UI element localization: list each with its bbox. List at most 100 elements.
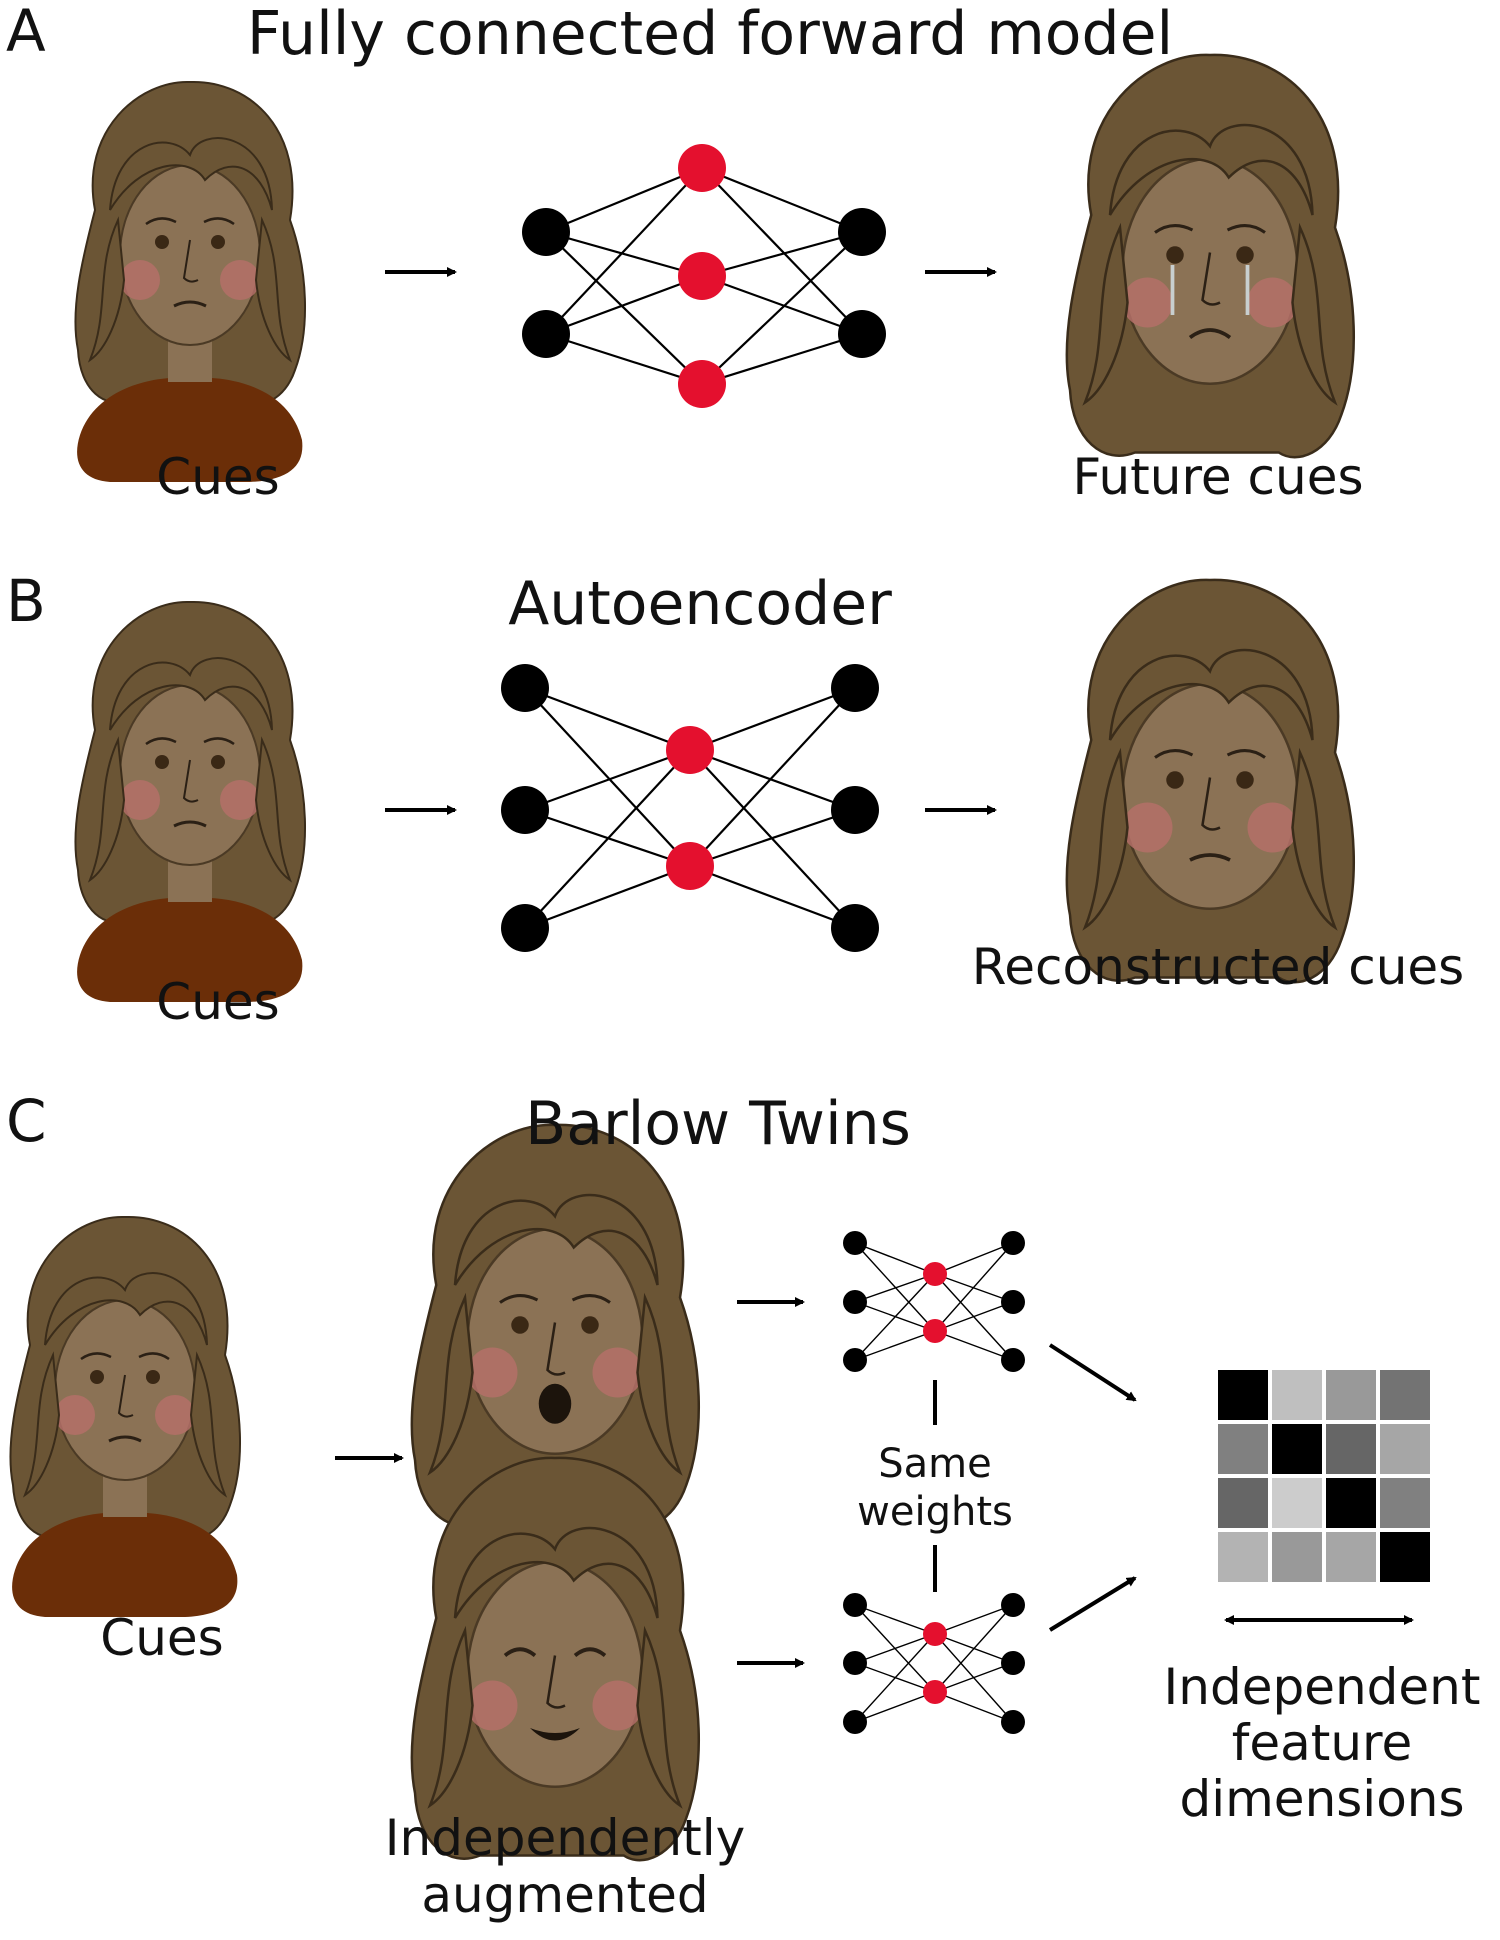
edge [854,1330,936,1361]
edge [545,166,703,234]
matrix-cell [1272,1370,1322,1420]
brow-right [203,217,235,226]
eye-left [90,1370,104,1384]
eye-left [1166,771,1184,789]
brow-right [203,737,235,746]
edge [854,1273,936,1303]
panel-a-input-face [74,80,307,482]
hair-curl-left [22,1351,61,1498]
nose [546,1322,566,1376]
matrix-cell [1380,1532,1430,1582]
hidden-node [923,1262,947,1286]
hair-curl-right [254,736,293,883]
panel-c-input-label: Cues [100,1609,224,1667]
edge [689,864,856,930]
panel-b-input-face [74,600,307,1002]
edge [854,1604,936,1635]
edge [854,1633,936,1664]
matrix-cell [1218,1370,1268,1420]
eye-left [155,235,169,249]
edge [934,1604,1014,1635]
shirt [77,377,303,482]
shirt [12,1512,238,1617]
nose [546,1655,566,1709]
edge [689,748,856,812]
panel-b-output-face [1065,578,1355,984]
matrix-cell [1326,1478,1376,1528]
hair-curl-right [254,216,293,363]
panel-b-output-label: Reconstructed cues [971,938,1465,996]
output-node [1001,1290,1025,1314]
edge [854,1242,936,1275]
cheek-right [1247,802,1298,853]
edge [524,686,691,752]
edge [934,1330,1014,1361]
edge [854,1242,936,1332]
hair-curl-right [1291,222,1338,406]
brow-right [138,1352,170,1361]
output-node [1001,1651,1025,1675]
output-node [831,786,879,834]
matrix-cell [1326,1370,1376,1420]
hair-curl-left [427,1625,474,1809]
panel-b-network [501,664,879,952]
panel-c-input-face [9,1215,242,1617]
input-node [843,1593,867,1617]
panel-c-title: Barlow Twins [525,1089,911,1159]
edge [524,748,691,812]
cheek-left [1122,277,1173,328]
hair-curl-right [189,1351,228,1498]
face-skin [466,1560,644,1788]
cheek-right [592,1680,643,1731]
edge [545,167,703,335]
eye-left [503,1647,537,1657]
hidden-node [666,842,714,890]
hidden-node [666,726,714,774]
hair-fringe [453,1193,659,1286]
eye-right [146,1370,160,1384]
matrix-cell [1380,1370,1430,1420]
matrix-cell [1380,1424,1430,1474]
brow-left [499,1294,539,1304]
brow-right [1226,224,1266,234]
brow-right [571,1294,611,1304]
matrix-cell [1272,1424,1322,1474]
panel-a-network [522,144,886,408]
panel-a-output-label: Future cues [1072,448,1364,506]
edge [701,167,863,335]
input-node [522,310,570,358]
output-node [1001,1231,1025,1255]
eye-right [573,1647,607,1657]
hair-fringe [109,137,273,211]
arrow-top-to-matrix [1048,1343,1137,1402]
brow-left [145,737,177,746]
nose [1201,777,1221,831]
hair-fringe [109,657,273,731]
shared-weights-label-line1: Same [878,1441,992,1487]
edge [934,1242,1014,1332]
matrix-cell [1326,1424,1376,1474]
augmented-face-1 [410,1123,700,1529]
shirt [77,897,303,1002]
mouth [1189,853,1231,862]
hair-curl-left [1082,747,1129,931]
panel-c-augmented-label-line2: augmented [421,1866,709,1924]
hair-curl-right [1291,747,1338,931]
edge [689,686,856,752]
edge [524,687,691,867]
edge [689,808,856,868]
hair-fringe [1108,648,1314,741]
shared-weights-label-line2: weights [857,1489,1013,1535]
edge [934,1604,1014,1693]
mouth [173,300,207,308]
eye-right [1236,771,1254,789]
hair-curl-left [427,1292,474,1476]
brow-left [80,1352,112,1361]
output-node [831,664,879,712]
panel-a-title: Fully connected forward model [246,0,1174,69]
eye-right [581,1316,599,1334]
matrix-label-line3: dimensions [1179,1770,1465,1828]
edge [854,1691,936,1723]
